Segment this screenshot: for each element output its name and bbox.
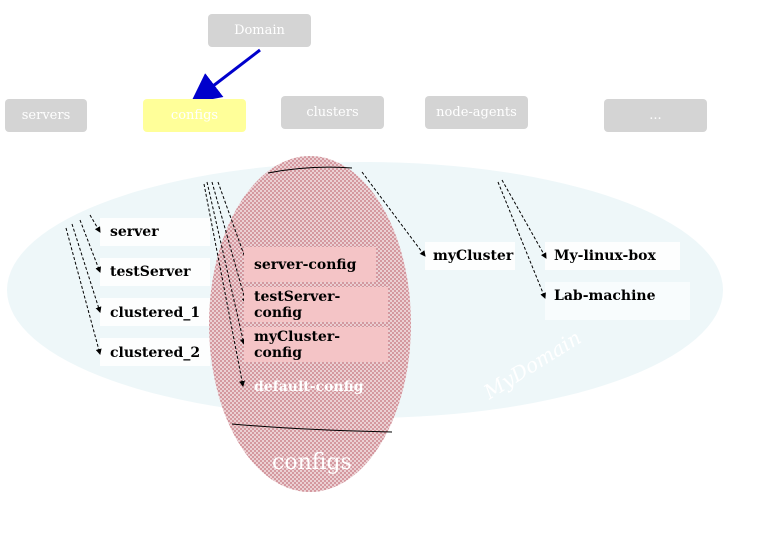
more-node[interactable]: ... — [604, 99, 707, 132]
server-item[interactable]: clustered_1 — [110, 305, 201, 321]
server-item[interactable]: server — [110, 224, 159, 240]
configs-arrows — [203, 181, 250, 387]
node-agent-item[interactable]: My-linux-box — [554, 248, 656, 264]
node-agent-item[interactable]: Lab-machine — [554, 288, 656, 304]
server-item[interactable]: testServer — [110, 264, 191, 280]
servers-node[interactable]: servers — [5, 99, 87, 132]
configs-node[interactable]: configs — [143, 99, 246, 132]
config-label: testServer-config — [254, 288, 341, 321]
node-agents-arrows — [497, 179, 547, 299]
configs-ellipse-label: configs — [272, 450, 352, 475]
node-agents-node[interactable]: node-agents — [425, 96, 528, 129]
servers-arrows — [65, 214, 102, 355]
domain-node[interactable]: Domain — [208, 14, 311, 47]
domain-to-configs-arrow — [190, 48, 261, 104]
config-item[interactable]: myCluster-config — [244, 327, 388, 362]
cluster-item[interactable]: myCluster — [433, 248, 514, 264]
clusters-node[interactable]: clusters — [281, 96, 384, 129]
default-config-item[interactable]: default-config — [254, 379, 364, 395]
clusters-arrow — [361, 171, 426, 257]
config-label: server-config — [254, 256, 357, 273]
config-label: myCluster-config — [254, 328, 341, 361]
server-item[interactable]: clustered_2 — [110, 345, 201, 361]
config-item[interactable]: testServer-config — [244, 287, 388, 322]
config-item[interactable]: server-config — [244, 247, 376, 282]
configs-ellipse — [209, 156, 411, 492]
